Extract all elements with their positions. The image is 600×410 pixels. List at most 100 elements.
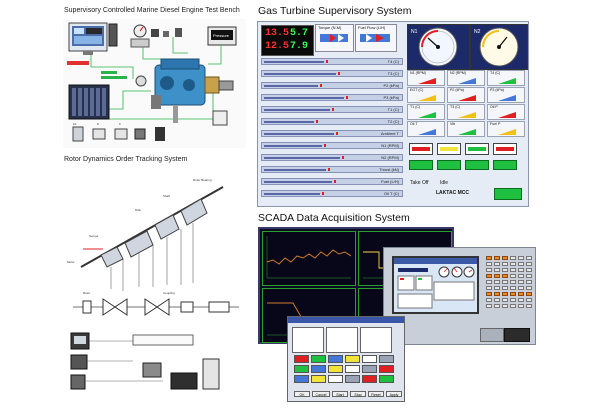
keypad-key[interactable] — [494, 268, 500, 272]
keypad-key[interactable] — [526, 304, 532, 308]
dialog-color-cell[interactable] — [379, 355, 394, 363]
dialog-color-cell[interactable] — [294, 375, 309, 383]
keypad-key[interactable] — [510, 256, 516, 260]
keypad-key[interactable] — [526, 286, 532, 290]
keypad-key[interactable] — [526, 298, 532, 302]
parameter-bar — [264, 61, 324, 63]
dialog-start-button[interactable]: Start — [332, 391, 348, 397]
keypad-key[interactable] — [486, 286, 492, 290]
keypad-key[interactable] — [486, 280, 492, 284]
dialog-color-cell[interactable] — [328, 355, 343, 363]
keypad-key[interactable] — [518, 262, 524, 266]
keypad-key[interactable] — [494, 304, 500, 308]
keypad-key[interactable] — [518, 286, 524, 290]
keypad-key[interactable] — [510, 268, 516, 272]
status-button[interactable] — [465, 160, 489, 170]
keypad-key[interactable] — [510, 274, 516, 278]
dialog-list[interactable] — [360, 327, 392, 353]
keypad-key[interactable] — [526, 274, 532, 278]
keypad-key[interactable] — [526, 280, 532, 284]
keypad-key[interactable] — [510, 286, 516, 290]
dialog-apply-button[interactable]: Apply — [386, 391, 402, 397]
dialog-color-cell[interactable] — [311, 355, 326, 363]
keypad-key[interactable] — [494, 256, 500, 260]
fuel-flow-gauge-bar — [360, 34, 390, 42]
keypad-key[interactable] — [486, 274, 492, 278]
keypad-key[interactable] — [502, 256, 508, 260]
keypad-key[interactable] — [518, 268, 524, 272]
dialog-color-cell[interactable] — [379, 365, 394, 373]
keypad-key[interactable] — [502, 292, 508, 296]
keypad-key[interactable] — [486, 292, 492, 296]
dialog-reset-button[interactable]: Reset — [368, 391, 384, 397]
keypad-key[interactable] — [510, 298, 516, 302]
dialog-stop-button[interactable]: Stop — [350, 391, 366, 397]
keypad-key[interactable] — [502, 298, 508, 302]
keypad-key[interactable] — [486, 304, 492, 308]
dialog-color-cell[interactable] — [345, 375, 360, 383]
keypad-key[interactable] — [518, 274, 524, 278]
dialog-cancel-button[interactable]: Cancel — [312, 391, 330, 397]
parameter-marker — [316, 120, 318, 123]
dialog-list[interactable] — [326, 327, 358, 353]
mcc-button[interactable] — [494, 188, 522, 200]
dialog-list[interactable] — [292, 327, 324, 353]
keypad-key[interactable] — [494, 286, 500, 290]
dialog-color-cell[interactable] — [328, 365, 343, 373]
dialog-color-cell[interactable] — [294, 355, 309, 363]
keypad-key[interactable] — [494, 274, 500, 278]
keypad-key[interactable] — [494, 292, 500, 296]
keypad-key[interactable] — [494, 298, 500, 302]
keypad-key[interactable] — [526, 268, 532, 272]
keypad-key[interactable] — [494, 262, 500, 266]
dialog-color-cell[interactable] — [362, 365, 377, 373]
dialog-color-cell[interactable] — [311, 365, 326, 373]
svg-text:8: 8 — [97, 122, 99, 126]
dialog-color-cell[interactable] — [345, 355, 360, 363]
keypad-key[interactable] — [518, 292, 524, 296]
mini-gauge: N1 (RPM) — [407, 70, 445, 86]
mini-gauge-needle — [458, 129, 476, 135]
parameter-row: T4 (C) — [261, 58, 403, 65]
digital-readout: 7.9 — [290, 41, 309, 52]
keypad-key[interactable] — [510, 280, 516, 284]
rotor-label: Rotor Bearing — [193, 178, 212, 182]
status-button[interactable] — [437, 160, 461, 170]
dialog-color-cell[interactable] — [294, 365, 309, 373]
mini-gauge-needle — [498, 129, 516, 135]
dialog-color-cell[interactable] — [379, 375, 394, 383]
mini-gauge-label: T3 (C) — [450, 105, 461, 109]
mini-gauge: Vib — [447, 121, 485, 137]
keypad-key[interactable] — [502, 262, 508, 266]
status-button[interactable] — [493, 160, 517, 170]
dialog-color-cell[interactable] — [362, 355, 377, 363]
keypad-key[interactable] — [518, 298, 524, 302]
keypad-key[interactable] — [502, 268, 508, 272]
keypad-key[interactable] — [510, 304, 516, 308]
keypad-key[interactable] — [502, 280, 508, 284]
keypad-key[interactable] — [510, 292, 516, 296]
keypad-key[interactable] — [526, 256, 532, 260]
keypad-key[interactable] — [486, 256, 492, 260]
dialog-color-cell[interactable] — [345, 365, 360, 373]
dialog-ok-button[interactable]: OK — [294, 391, 310, 397]
keypad-key[interactable] — [486, 262, 492, 266]
mini-gauge: P3 (kPa) — [487, 87, 525, 103]
keypad-key[interactable] — [518, 304, 524, 308]
dialog-color-cell[interactable] — [311, 375, 326, 383]
keypad-key[interactable] — [486, 298, 492, 302]
keypad-key[interactable] — [486, 268, 492, 272]
keypad-key[interactable] — [526, 262, 532, 266]
keypad-key[interactable] — [518, 280, 524, 284]
dialog-color-cell[interactable] — [362, 375, 377, 383]
keypad-key[interactable] — [502, 304, 508, 308]
keypad-key[interactable] — [494, 280, 500, 284]
keypad-key[interactable] — [510, 262, 516, 266]
parameter-marker — [328, 168, 330, 171]
status-button[interactable] — [409, 160, 433, 170]
dialog-color-cell[interactable] — [328, 375, 343, 383]
keypad-key[interactable] — [502, 274, 508, 278]
keypad-key[interactable] — [502, 286, 508, 290]
keypad-key[interactable] — [518, 256, 524, 260]
keypad-key[interactable] — [526, 292, 532, 296]
